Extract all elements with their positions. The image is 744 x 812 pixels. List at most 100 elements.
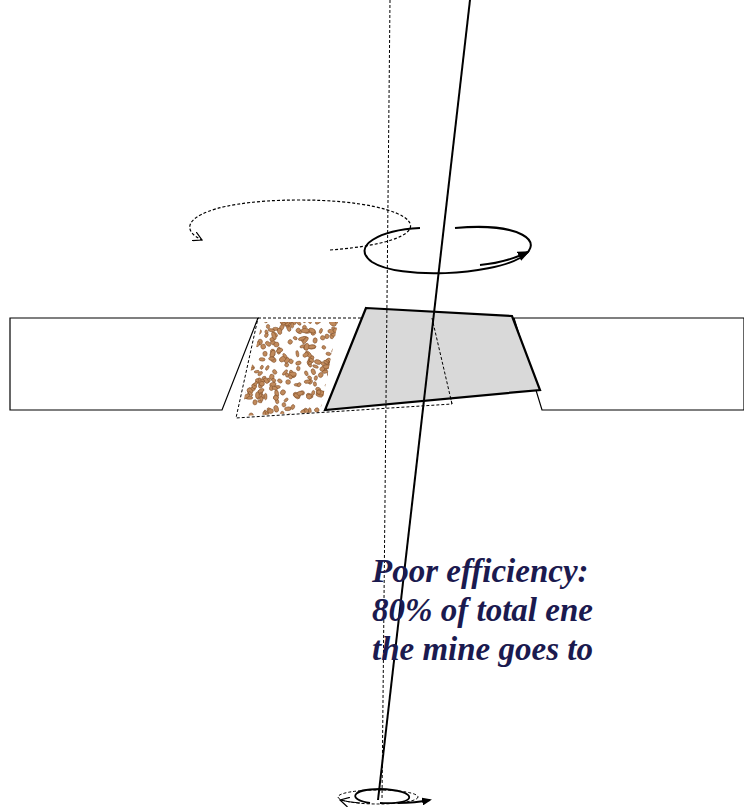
- soil-grain: [304, 370, 309, 376]
- rotation-dashed: [190, 200, 411, 250]
- soil-grain: [234, 329, 241, 335]
- soil-grain: [295, 319, 302, 326]
- soil-grain: [273, 395, 279, 401]
- soil-grain: [314, 359, 322, 365]
- soil-grain: [307, 318, 312, 324]
- soil-grain: [276, 348, 284, 354]
- efficiency-note: 80% of total ene: [372, 591, 593, 630]
- soil-grain: [240, 322, 249, 330]
- soil-grain: [304, 343, 310, 351]
- soil-grain: [295, 360, 301, 365]
- soil-grain: [283, 397, 288, 402]
- soil-grain: [321, 345, 326, 350]
- soil-grain: [249, 367, 255, 371]
- soil-grain: [313, 381, 317, 386]
- soil-grain: [296, 350, 300, 357]
- soil-grain: [241, 330, 248, 337]
- rotation-small-solid-arrow: [398, 800, 430, 803]
- rotation-solid-arrow: [480, 252, 528, 265]
- soil-grain: [247, 318, 250, 325]
- soil-grain: [235, 319, 243, 327]
- soil-grain: [253, 399, 258, 405]
- soil-grain: [246, 328, 255, 336]
- soil-grain: [242, 358, 248, 364]
- soil-grain: [271, 331, 277, 340]
- soil-grain: [248, 334, 253, 339]
- soil-grain: [273, 405, 279, 413]
- soil-grain: [233, 348, 238, 353]
- efficiency-note: Poor efficiency:: [372, 552, 589, 591]
- rotation-small-dashed: [338, 790, 418, 804]
- soil-grain: [312, 364, 319, 369]
- soil-grain: [288, 374, 294, 380]
- soil-grain: [251, 317, 256, 324]
- soil-grain: [277, 378, 283, 384]
- soil-grain: [296, 382, 301, 388]
- soil-grain: [246, 333, 254, 342]
- soil-grain: [234, 369, 243, 376]
- plate-right: [514, 318, 744, 410]
- soil-grain: [268, 328, 275, 332]
- soil-grain: [283, 318, 289, 324]
- soil-grain: [255, 392, 259, 399]
- soil-grain: [242, 325, 247, 329]
- soil-grain: [244, 318, 250, 324]
- soil-grain: [322, 370, 328, 374]
- soil-grain: [253, 381, 258, 387]
- soil-grain: [255, 341, 260, 348]
- soil-grain: [237, 338, 241, 346]
- soil-grain: [272, 394, 279, 401]
- soil-grain: [309, 357, 315, 363]
- soil-grain: [310, 368, 316, 375]
- soil-grain: [263, 351, 267, 356]
- soil-grain: [282, 353, 288, 359]
- soil-grain: [248, 341, 255, 346]
- soil-grain: [316, 415, 321, 420]
- soil-grain: [302, 318, 307, 323]
- soil-grain: [273, 342, 279, 348]
- soil-grain: [282, 369, 289, 376]
- soil-grain: [316, 389, 325, 396]
- soil-grain: [338, 319, 342, 324]
- soil-grain: [259, 396, 263, 401]
- soil-grain: [251, 326, 255, 333]
- soil-grain: [256, 328, 263, 335]
- soil-grain: [290, 404, 295, 410]
- soil-grain: [271, 378, 276, 383]
- soil-grain: [331, 348, 338, 356]
- soil-grain: [264, 393, 267, 400]
- soil-grain: [304, 379, 311, 383]
- soil-grain: [291, 322, 294, 328]
- soil-grain: [269, 357, 275, 361]
- soil-grain: [313, 337, 318, 343]
- soil-grain: [287, 414, 292, 419]
- soil-grain: [236, 367, 242, 371]
- soil-grain: [331, 333, 336, 336]
- soil-grain: [264, 332, 269, 338]
- soil-grain: [277, 328, 283, 335]
- soil-grain: [242, 321, 248, 328]
- soil-grain: [241, 340, 246, 344]
- soil-grain: [262, 316, 269, 323]
- soil-grain: [284, 407, 291, 411]
- soil-grain: [251, 322, 259, 327]
- soil-grain: [333, 328, 339, 333]
- soil-grain: [295, 327, 301, 333]
- soil-grain: [320, 335, 325, 340]
- plate-left: [10, 318, 258, 410]
- soil-grain: [260, 365, 264, 370]
- soil-grain: [325, 334, 329, 339]
- soil-grain: [326, 383, 331, 389]
- soil-grain: [328, 369, 333, 377]
- soil-grain: [233, 353, 240, 358]
- rotation-small-dashed-arrow: [340, 800, 360, 803]
- soil-grain: [248, 391, 254, 397]
- soil-grain: [281, 402, 286, 407]
- soil-grain: [301, 328, 309, 333]
- soil-grain: [240, 342, 244, 348]
- soil-grain: [243, 330, 248, 336]
- soil-grain: [302, 351, 309, 358]
- soil-grain: [268, 409, 274, 414]
- soil-grain: [266, 324, 270, 328]
